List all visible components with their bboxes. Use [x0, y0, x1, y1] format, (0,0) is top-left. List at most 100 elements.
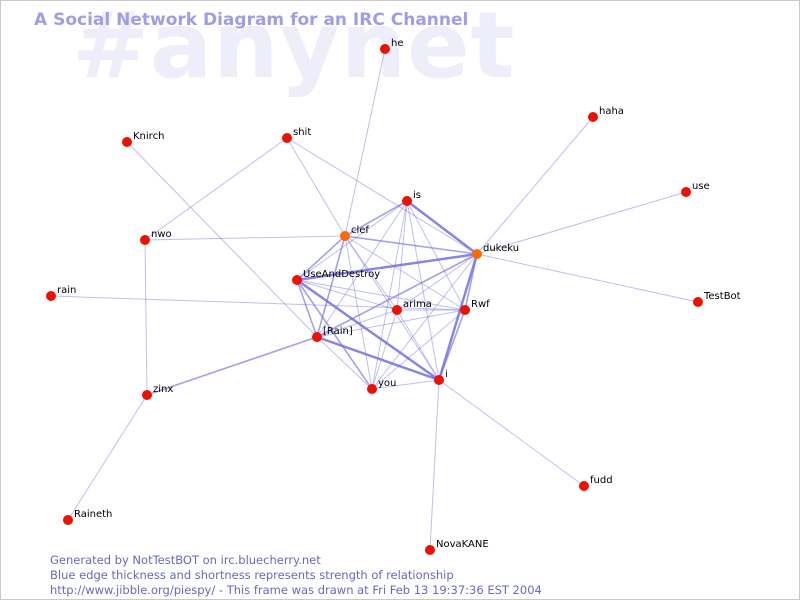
- edge-i-you: [371, 379, 440, 390]
- footer-generated-by: Generated by NotTestBOT on irc.bluecherr…: [50, 553, 321, 567]
- node-label-zinx: zinx: [153, 384, 173, 395]
- edge-rwf-you: [371, 309, 466, 390]
- node-haha[interactable]: haha: [588, 106, 624, 122]
- node-dot-clef[interactable]: [340, 231, 350, 241]
- node-dot-fudd[interactable]: [579, 481, 589, 491]
- node-knirch[interactable]: Knirch: [122, 131, 164, 147]
- edge-clef-rainbracket: [316, 235, 346, 338]
- edge-dukeku-rainbracket: [316, 253, 478, 338]
- edge-dukeku-useanddestroy: [296, 252, 478, 282]
- node-label-useanddestroy: UseAndDestroy: [303, 269, 380, 280]
- edge-arima-i: [396, 309, 440, 381]
- node-rainbracket[interactable]: [Rain]: [312, 326, 353, 342]
- edge-clef-useanddestroy: [296, 235, 346, 281]
- edge-dukeku-i: [437, 253, 479, 381]
- node-dot-haha[interactable]: [588, 112, 598, 122]
- edge-shit-dukeku: [286, 137, 478, 255]
- node-rwf[interactable]: Rwf: [460, 299, 490, 315]
- edge-dukeku-arima: [396, 253, 478, 311]
- node-dot-novakane[interactable]: [425, 545, 435, 555]
- node-use[interactable]: use: [681, 181, 710, 197]
- node-dot-testbot[interactable]: [693, 297, 703, 307]
- edge-haha-dukeku: [476, 116, 594, 255]
- node-label-testbot: TestBot: [703, 291, 741, 302]
- node-clef[interactable]: clef: [340, 225, 369, 241]
- node-testbot[interactable]: TestBot: [693, 291, 741, 307]
- edge-nwo-zinx: [144, 239, 148, 396]
- node-label-rain: rain: [57, 285, 76, 296]
- node-dot-he[interactable]: [380, 44, 390, 54]
- edge-rwf-rainbracket: [316, 309, 466, 338]
- node-dot-nwo[interactable]: [140, 235, 150, 245]
- node-dukeku[interactable]: dukeku: [472, 243, 519, 259]
- node-dot-is[interactable]: [402, 196, 412, 206]
- node-label-use: use: [692, 181, 710, 192]
- node-zinx[interactable]: zinx: [142, 384, 173, 400]
- edges-layer: [50, 48, 699, 551]
- node-label-rwf: Rwf: [471, 299, 490, 310]
- edge-novakane-i: [429, 379, 440, 551]
- edge-useanddestroy-i: [296, 279, 440, 381]
- node-is[interactable]: is: [402, 190, 421, 206]
- node-dot-shit[interactable]: [282, 133, 292, 143]
- node-label-fudd: fudd: [590, 475, 613, 486]
- node-dot-knirch[interactable]: [122, 137, 132, 147]
- node-you[interactable]: you: [367, 378, 396, 394]
- node-dot-use[interactable]: [681, 187, 691, 197]
- edge-arima-rainbracket: [316, 309, 398, 338]
- node-label-he: he: [391, 38, 404, 49]
- node-dot-i[interactable]: [434, 375, 444, 385]
- edge-shit-nwo: [144, 137, 288, 241]
- edge-is-i: [406, 200, 440, 381]
- node-raineth[interactable]: Raineth: [63, 509, 112, 525]
- node-fudd[interactable]: fudd: [579, 475, 613, 491]
- edge-he-clef: [344, 48, 386, 237]
- node-nwo[interactable]: nwo: [140, 229, 172, 245]
- node-rain[interactable]: rain: [46, 285, 76, 301]
- node-arima[interactable]: arima: [392, 299, 432, 315]
- edge-zinx-rainbracket: [146, 336, 318, 396]
- node-dot-rainbracket[interactable]: [312, 332, 322, 342]
- edge-nwo-clef: [144, 235, 346, 241]
- edge-useanddestroy-rainbracket: [296, 279, 318, 338]
- edge-rainbracket-i: [316, 335, 440, 382]
- edge-zinx-raineth: [67, 394, 148, 521]
- edge-is-useanddestroy: [296, 200, 408, 281]
- node-label-clef: clef: [351, 225, 369, 236]
- edge-is-arima: [396, 200, 408, 311]
- footer: Generated by NotTestBOT on irc.bluecherr…: [50, 553, 542, 598]
- node-label-is: is: [413, 190, 421, 201]
- node-he[interactable]: he: [380, 38, 404, 54]
- edge-is-dukeku: [406, 200, 478, 255]
- edge-is-clef: [344, 200, 408, 237]
- node-dot-arima[interactable]: [392, 305, 402, 315]
- node-dot-rwf[interactable]: [460, 305, 470, 315]
- node-dot-useanddestroy[interactable]: [292, 275, 302, 285]
- edge-is-you: [371, 200, 408, 390]
- channel-watermark: #anynet: [72, 0, 516, 99]
- node-shit[interactable]: shit: [282, 127, 311, 143]
- node-dot-raineth[interactable]: [63, 515, 73, 525]
- edge-clef-arima: [344, 235, 398, 311]
- node-label-arima: arima: [403, 299, 432, 310]
- node-label-novakane: NovaKANE: [436, 539, 489, 550]
- node-dot-zinx[interactable]: [142, 390, 152, 400]
- edge-useanddestroy-rwf: [296, 279, 466, 311]
- edge-clef-dukeku: [344, 235, 478, 255]
- node-dot-dukeku[interactable]: [472, 249, 482, 259]
- edge-testbot-dukeku: [476, 253, 699, 303]
- node-novakane[interactable]: NovaKANE: [425, 539, 489, 555]
- node-i[interactable]: i: [434, 369, 448, 385]
- node-label-you: you: [378, 378, 396, 389]
- node-label-knirch: Knirch: [133, 131, 164, 142]
- node-dot-you[interactable]: [367, 384, 377, 394]
- edge-rainbracket-you: [316, 336, 373, 390]
- node-useanddestroy[interactable]: UseAndDestroy: [292, 269, 380, 285]
- node-dot-rain[interactable]: [46, 291, 56, 301]
- edge-clef-i: [344, 235, 440, 381]
- node-label-nwo: nwo: [151, 229, 172, 240]
- node-label-i: i: [445, 369, 448, 380]
- node-label-rainbracket: [Rain]: [323, 326, 353, 337]
